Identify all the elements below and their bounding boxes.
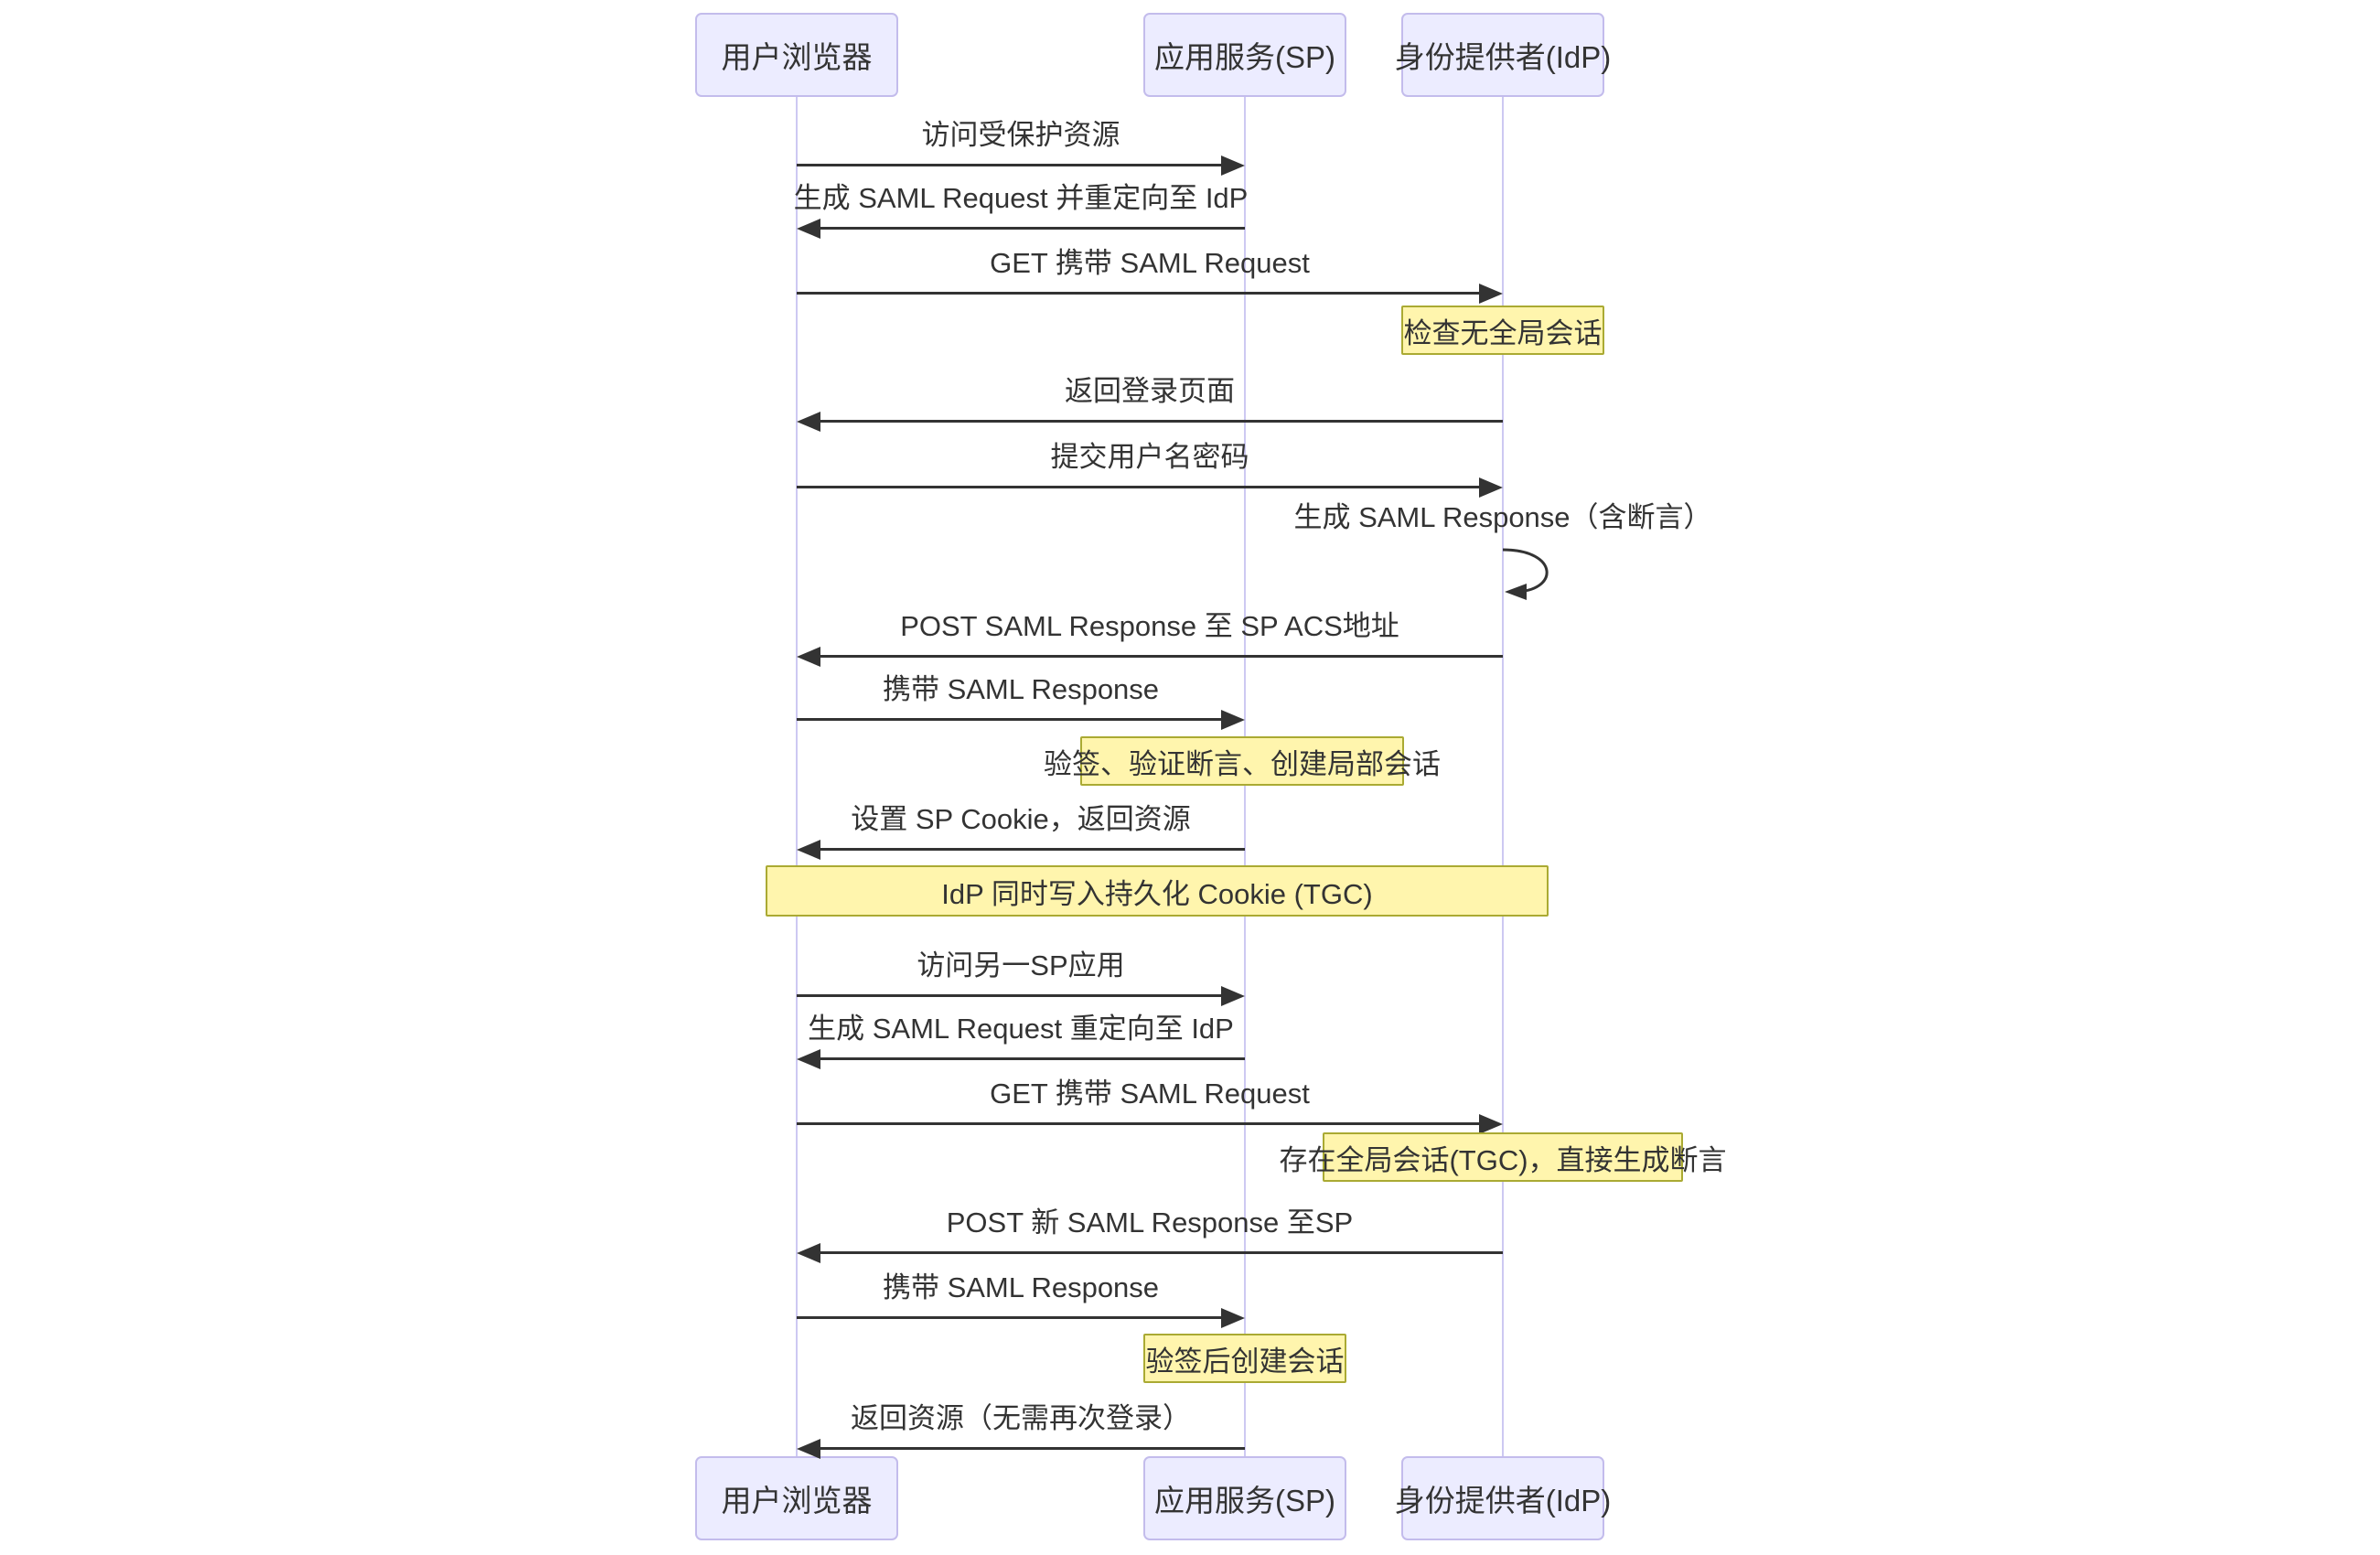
message-5-arrowhead <box>1479 477 1503 498</box>
message-15-label: 返回资源（无需再次登录） <box>851 1402 1191 1434</box>
message-13-label: POST 新 SAML Response 至SP <box>946 1206 1354 1239</box>
actor-label: 用户浏览器 <box>721 1484 873 1517</box>
message-5-arrow-line <box>797 486 1483 488</box>
lifeline-browser <box>796 97 798 1458</box>
message-3-arrowhead <box>1479 284 1503 304</box>
message-4-arrow-line <box>817 420 1503 423</box>
message-2-arrow-line <box>817 227 1245 230</box>
note-2: 验签、验证断言、创建局部会话 <box>1044 736 1441 786</box>
message-12-arrowhead <box>1479 1114 1503 1134</box>
actor-label: 用户浏览器 <box>721 40 873 74</box>
actor-idp-top: 身份提供者(IdP) <box>1395 13 1611 97</box>
actor-label: 身份提供者(IdP) <box>1394 1484 1612 1517</box>
message-14-arrow-line <box>797 1316 1225 1319</box>
message-10-arrow-line <box>797 994 1225 997</box>
message-12-label: GET 携带 SAML Request <box>990 1078 1310 1110</box>
message-10-label: 访问另一SP应用 <box>917 949 1125 981</box>
message-15-arrowhead <box>797 1439 820 1459</box>
message-8-label: 携带 SAML Response <box>882 673 1160 705</box>
lifeline-idp <box>1502 97 1504 1458</box>
message-1-label: 访问受保护资源 <box>921 119 1120 151</box>
message-3-arrow-line <box>797 292 1483 295</box>
message-7-arrowhead <box>797 647 820 667</box>
message-8-arrow-line <box>797 718 1225 721</box>
message-14-arrowhead <box>1221 1308 1245 1328</box>
message-4-label: 返回登录页面 <box>1065 375 1235 407</box>
actor-sp-top: 应用服务(SP) <box>1143 13 1346 97</box>
actor-browser-bottom: 用户浏览器 <box>695 1456 898 1540</box>
note-4: 存在全局会话(TGC)，直接生成断言 <box>1279 1132 1727 1182</box>
message-5-label: 提交用户名密码 <box>1050 441 1249 473</box>
message-8-arrowhead <box>1221 710 1245 730</box>
message-9-label: 设置 SP Cookie，返回资源 <box>851 803 1191 835</box>
message-9-arrowhead <box>797 840 820 860</box>
message-9-arrow-line <box>817 848 1245 851</box>
note-1: 检查无全局会话 <box>1401 306 1604 355</box>
message-14-label: 携带 SAML Response <box>882 1271 1160 1303</box>
actor-label: 应用服务(SP) <box>1154 1484 1335 1517</box>
actor-sp-bottom: 应用服务(SP) <box>1143 1456 1346 1540</box>
message-7-arrow-line <box>817 655 1503 658</box>
message-11-arrowhead <box>797 1049 820 1069</box>
actor-label: 身份提供者(IdP) <box>1394 40 1612 74</box>
actor-label: 应用服务(SP) <box>1154 40 1335 74</box>
message-12-arrow-line <box>797 1122 1483 1125</box>
message-6-label: 生成 SAML Response（含断言） <box>1293 501 1712 533</box>
message-2-arrowhead <box>797 219 820 239</box>
message-4-arrowhead <box>797 412 820 432</box>
message-1-arrow-line <box>797 164 1225 166</box>
message-2-label: 生成 SAML Request 并重定向至 IdP <box>793 182 1249 214</box>
message-13-arrowhead <box>797 1243 820 1263</box>
message-15-arrow-line <box>817 1447 1245 1450</box>
note-3: IdP 同时写入持久化 Cookie (TGC) <box>766 865 1549 917</box>
message-13-arrow-line <box>817 1251 1503 1254</box>
message-3-label: GET 携带 SAML Request <box>990 247 1310 279</box>
message-7-label: POST SAML Response 至 SP ACS地址 <box>900 610 1399 642</box>
message-6-self-loop-arrow <box>1502 548 1549 600</box>
actor-idp-bottom: 身份提供者(IdP) <box>1395 1456 1611 1540</box>
message-11-label: 生成 SAML Request 重定向至 IdP <box>808 1013 1234 1045</box>
message-1-arrowhead <box>1221 156 1245 176</box>
actor-browser-top: 用户浏览器 <box>695 13 898 97</box>
message-11-arrow-line <box>817 1057 1245 1060</box>
message-10-arrowhead <box>1221 986 1245 1006</box>
note-5: 验签后创建会话 <box>1143 1334 1346 1383</box>
